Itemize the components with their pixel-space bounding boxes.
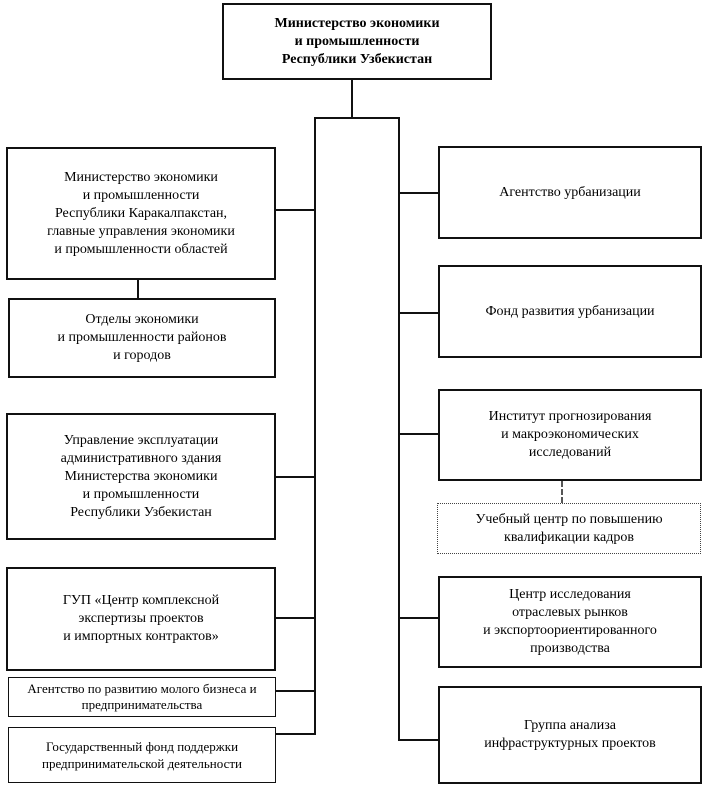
connector-right4 (398, 617, 438, 619)
node-right2: Фонд развития урбанизации (438, 265, 702, 358)
node-left6: Государственный фонд поддержки предприни… (8, 727, 276, 783)
connector-left-trunk (314, 117, 316, 735)
node-left3: Управление эксплуатации административног… (6, 413, 276, 540)
connector-right3-sub (561, 481, 563, 503)
node-root: Министерство экономики и промышленности … (222, 3, 492, 80)
connector-right-trunk (398, 117, 400, 741)
connector-left6 (276, 733, 316, 735)
node-left2: Отделы экономики и промышленности районо… (8, 298, 276, 378)
connector-left3 (276, 476, 316, 478)
node-left5: Агентство по развитию молого бизнеса и п… (8, 677, 276, 717)
connector-left5 (276, 690, 316, 692)
node-right4: Центр исследования отраслевых рынков и э… (438, 576, 702, 668)
node-right3: Институт прогнозирования и макроэкономич… (438, 389, 702, 481)
node-left1: Министерство экономики и промышленности … (6, 147, 276, 280)
connector-right1 (398, 192, 438, 194)
connector-left1 (276, 209, 316, 211)
connector-top-bar (314, 117, 400, 119)
node-left4: ГУП «Центр комплексной экспертизы проект… (6, 567, 276, 671)
node-right3-sub: Учебный центр по повышению квалификации … (437, 503, 701, 554)
connector-root-down (351, 79, 353, 119)
node-right1: Агентство урбанизации (438, 146, 702, 239)
connector-right2 (398, 312, 438, 314)
connector-right5 (398, 739, 438, 741)
connector-right3 (398, 433, 438, 435)
connector-left1-left2 (137, 279, 139, 299)
connector-left4 (276, 617, 316, 619)
node-right5: Группа анализа инфраструктурных проектов (438, 686, 702, 784)
